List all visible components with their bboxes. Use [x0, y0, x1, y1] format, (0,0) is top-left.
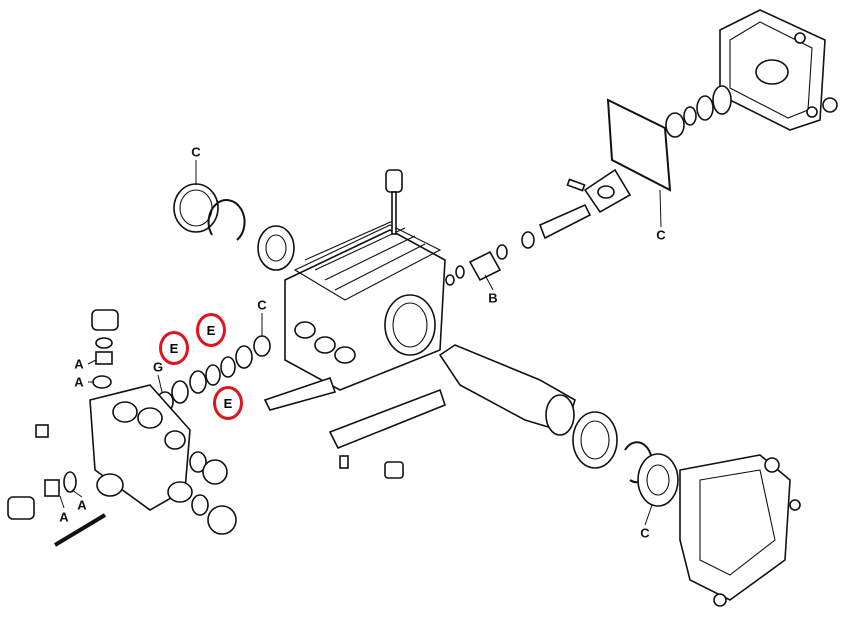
- drain-plugs: [339, 455, 404, 479]
- manifold-head: [89, 384, 193, 511]
- label-c: C: [191, 144, 201, 160]
- label-c: C: [640, 525, 650, 541]
- plunger-parts: [445, 244, 508, 286]
- leader-lines: [59, 160, 662, 526]
- label-c: C: [656, 227, 666, 243]
- base-plates: [263, 376, 446, 450]
- rear-seals: [665, 85, 732, 138]
- side-cover: [679, 454, 801, 607]
- label-a: A: [59, 509, 69, 525]
- label-c: C: [257, 297, 267, 313]
- label-a: A: [74, 356, 84, 372]
- label-a: A: [74, 374, 84, 390]
- highlighted-label-e: E: [196, 313, 226, 347]
- label-g: G: [152, 359, 164, 375]
- label-a: A: [77, 497, 87, 513]
- label-b: B: [488, 290, 498, 306]
- highlighted-label-e: E: [213, 386, 243, 420]
- highlighted-label-e: E: [159, 331, 189, 365]
- dipstick: [385, 169, 403, 235]
- rear-cover: [719, 9, 838, 131]
- connecting-rod: [521, 168, 632, 249]
- seal-kit: [156, 335, 271, 413]
- o-ring-gasket: [606, 98, 672, 192]
- crank-seal-rings: [173, 183, 295, 271]
- bearing: [572, 411, 618, 469]
- oil-seal-bearing-cover: [637, 453, 679, 507]
- crankshaft: [438, 344, 576, 436]
- manifold-valves: [44, 309, 119, 497]
- crankcase: [284, 219, 446, 391]
- plugs-and-bolts: [7, 424, 237, 547]
